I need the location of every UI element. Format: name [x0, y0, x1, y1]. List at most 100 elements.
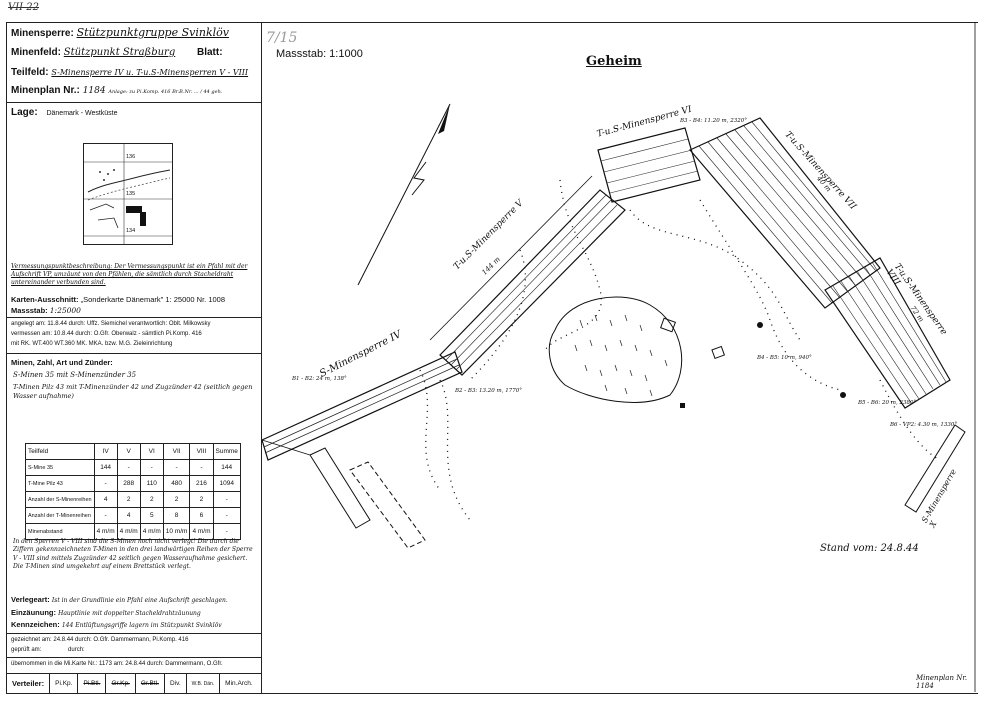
table-header-cell: IV: [93, 443, 118, 460]
massstab-label: Massstab:: [11, 306, 48, 315]
einzaeunung-value: Hauptlinie mit doppelter Stacheldrahtzäu…: [58, 610, 201, 617]
table-cell: -: [139, 459, 164, 476]
table-header-row: Teilfeld IV V VI VII VIII Summe: [25, 443, 241, 460]
verlegeart-row: Verlegeart: Ist in der Grundlinie ein Pf…: [11, 595, 257, 604]
minefield-map: [261, 22, 976, 692]
wire-boundaries: [419, 179, 941, 521]
form-panel: Minensperre: Stützpunktgruppe Svinklöv M…: [6, 22, 262, 694]
table-cell: 216: [189, 475, 214, 492]
note-block: In den Sperren V - VIII sind die S-Minen…: [13, 538, 253, 570]
bearing-b2: B2 - B3: 13.20 m, 1770°: [455, 388, 522, 394]
minenfeld-row: Minenfeld: Stützpunkt Straßburg: [11, 47, 175, 58]
minenfeld-value: Stützpunkt Straßburg: [63, 47, 176, 58]
table-cell: 4 m/m: [93, 523, 118, 540]
table-cell: 480: [162, 475, 191, 492]
einzaeunung-label: Einzäunung:: [11, 608, 56, 617]
sperre-iv-strip: [261, 351, 463, 461]
thumb-label-mid: 135: [126, 191, 136, 197]
table-cell: 2: [139, 491, 164, 508]
thumb-label-bottom: 134: [126, 228, 136, 234]
table-header-cell: VII: [162, 443, 191, 460]
bunker-markers: [660, 317, 846, 408]
table-cell: 4 m/m: [189, 523, 214, 540]
table-header-cell: Teilfeld: [25, 443, 95, 460]
table-cell: 1094: [212, 475, 241, 492]
table-header-cell: VI: [139, 443, 164, 460]
table-cell: -: [212, 523, 241, 540]
minenplan-value: 1184: [82, 86, 106, 96]
minenplan-row: Minenplan Nr.: 1184 Anlage: zu Pi.Komp. …: [11, 85, 222, 96]
karten-value: „Sonderkarte Dänemark" 1: 25000 Nr. 1008: [80, 295, 226, 304]
table-row: T-Mine Pilz 43 - 288 110 480 216 1094: [25, 475, 241, 492]
minen-line-2: T-Minen Pilz 43 mit T-Minenzünder 42 und…: [13, 383, 253, 400]
anlage-note: Anlage: zu Pi.Komp. 416 Br.B.Nr. ... / 4…: [108, 89, 223, 95]
geheim-stamp: Geheim: [586, 54, 642, 69]
divider: [7, 657, 261, 658]
sperre-right-strip: [904, 424, 966, 513]
lage-row: Lage: Dänemark - Westküste: [11, 107, 118, 118]
verteiler-item: Gr.Kp.: [106, 674, 136, 693]
minen-line-1: S-Minen 35 mit S-Minenzünder 35: [13, 371, 137, 379]
minenplan-label: Minenplan Nr.:: [11, 85, 80, 96]
bearing-b6: B6 - VP2: 4.30 m, 1330°: [890, 422, 958, 428]
minenfeld-label: Minenfeld:: [11, 47, 61, 58]
minen-label: Minen, Zahl, Art und Zünder:: [11, 358, 113, 367]
teilfeld-label: Teilfeld:: [11, 67, 49, 78]
table-cell: -: [212, 507, 241, 524]
table-cell: 144: [93, 459, 118, 476]
table-cell: -: [116, 459, 141, 476]
sperre-v-strip: [429, 175, 626, 376]
vegetation-area: [548, 296, 683, 403]
table-cell: Anzahl der S-Minenreihen: [25, 491, 95, 508]
verteiler-label: Verteiler:: [7, 674, 51, 693]
divider: [7, 317, 261, 318]
table-cell: S-Mine 35: [25, 459, 95, 476]
table-cell: -: [162, 459, 191, 476]
stand-date: Stand vom: 24.8.44: [820, 543, 919, 554]
north-arrow-icon: [357, 103, 451, 286]
table-row: Anzahl der S-Minenreihen 4 2 2 2 2 -: [25, 491, 241, 508]
table-header-cell: VIII: [189, 443, 214, 460]
top-reference: VII 22: [8, 2, 40, 13]
verteiler-item: Pi.Kp.: [50, 674, 79, 693]
massstab-row: Massstab: 1:25000: [11, 306, 81, 315]
table-cell: 4: [93, 491, 118, 508]
verteiler-item: Pi.Btl.: [78, 674, 107, 693]
table-cell: 6: [189, 507, 214, 524]
sperre-vi-block: [597, 127, 701, 203]
divider: [7, 353, 261, 354]
massstab-value: 1:25000: [49, 306, 81, 315]
teilfeld-value: S-Minensperre IV u. T-u.S-Minensperren V…: [51, 68, 249, 77]
bearing-b3: B3 - B4: 11.20 m, 2320°: [680, 118, 747, 124]
blatt-label: Blatt:: [197, 47, 223, 58]
table-row: S-Mine 35 144 - - - - 144: [25, 459, 241, 476]
table-cell: -: [93, 475, 118, 492]
verlegeart-label: Verlegeart:: [11, 595, 50, 604]
minensperre-value: Stützpunktgruppe Svinklöv: [76, 26, 229, 39]
table-header-cell: V: [116, 443, 141, 460]
angelegt-line: angelegt am: 11.8.44 durch: Uffz. Siemic…: [11, 321, 211, 327]
karten-row: Karten-Ausschnitt: „Sonderkarte Dänemark…: [11, 295, 225, 304]
table-cell: 144: [212, 459, 241, 476]
vermessen-line: vermessen am: 10.8.44 durch: O.Gfr. Ober…: [11, 331, 202, 337]
table-cell: -: [189, 459, 214, 476]
map-scale: Massstab: 1:1000: [276, 48, 363, 60]
sperre-viii-block: [824, 257, 951, 409]
page-footer-ref: Minenplan Nr. 1184: [916, 674, 968, 690]
corner-note: 7/15: [266, 30, 298, 46]
table-cell: 4: [116, 507, 141, 524]
sperre-vii-block: [689, 117, 881, 309]
bearing-b4: B4 - B5: 10 m, 940°: [757, 355, 812, 361]
table-cell: 2: [162, 491, 191, 508]
table-row: Anzahl der T-Minenreihen - 4 5 8 6 -: [25, 507, 241, 524]
minensperre-row: Minensperre: Stützpunktgruppe Svinklöv: [11, 26, 229, 39]
vermessung-note: Vermessungspunktbeschreibung: Der Vermes…: [11, 263, 248, 286]
table-cell: 8: [162, 507, 191, 524]
mit-line: mit RK. WT.400 WT.360 MK. MKA. bzw. M.G.…: [11, 341, 173, 347]
verteiler-item: Gr.Btl.: [136, 674, 165, 693]
table-row: Minenabstand 4 m/m 4 m/m 4 m/m 10 m/m 4 …: [25, 523, 241, 540]
table-cell: 5: [139, 507, 164, 524]
table-cell: 4 m/m: [139, 523, 164, 540]
access-path: [261, 439, 426, 549]
kennzeichen-label: Kennzeichen:: [11, 620, 60, 629]
